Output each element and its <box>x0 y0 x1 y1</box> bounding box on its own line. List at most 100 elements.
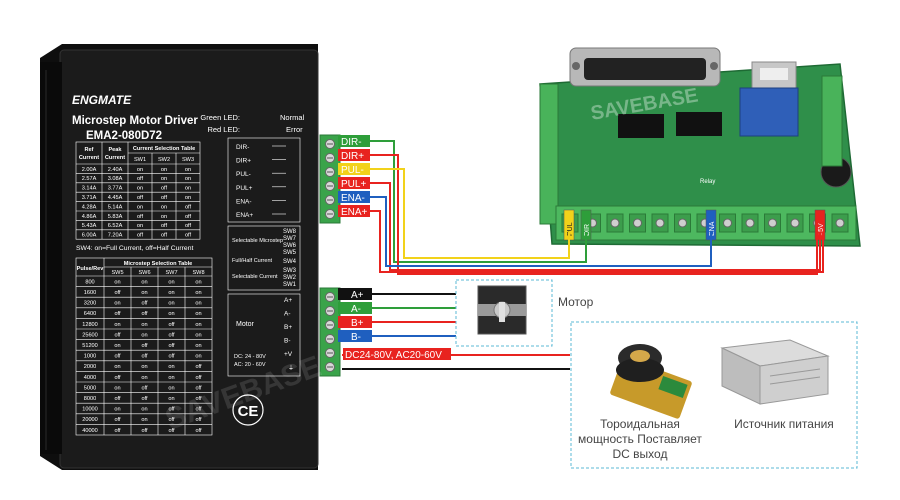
switch-header: SW2 <box>158 157 170 163</box>
table-cell: off <box>168 428 175 434</box>
table-cell: on <box>141 407 147 413</box>
dip-switch-panel <box>227 225 301 291</box>
table-cell: on <box>141 364 147 370</box>
power-wire-label-box <box>343 348 451 360</box>
table-cell: off <box>161 233 168 239</box>
table-cell: off <box>141 385 148 391</box>
table-cell: on <box>185 186 191 192</box>
dip-switch-label: SW3 <box>283 268 297 274</box>
motor-wire-label-bg <box>338 302 372 314</box>
dip-switch-label: SW2 <box>283 275 297 281</box>
table-cell: on <box>161 214 167 220</box>
table-cell: 7.20A <box>108 233 123 239</box>
table-cell: 1600 <box>84 290 96 296</box>
signal-wire <box>342 182 821 271</box>
dip-switch-label: SW8 <box>283 229 297 235</box>
power-spec-dc: DC: 24 - 80V <box>234 354 266 360</box>
table-cell: on <box>161 176 167 182</box>
table-cell: off <box>195 407 202 413</box>
table-cell: on <box>168 364 174 370</box>
table-cell: 800 <box>85 279 94 285</box>
toroid-caption-line1: Тороидальная <box>600 417 680 431</box>
stepper-motor <box>455 279 553 347</box>
signal-wire-label-bg <box>338 205 370 217</box>
board-terminal-screw <box>610 218 620 228</box>
power-spec-ac: AC: 20 - 60V <box>234 362 266 368</box>
signal-wire-label-bg <box>338 135 370 147</box>
dip-switch-label: SW5 <box>283 250 297 256</box>
psu-caption: Источник питания <box>734 417 834 431</box>
toroid-caption-line2: мощность Поставляет <box>578 432 702 446</box>
table-header: Current Selection Table <box>133 146 195 152</box>
table-cell: off <box>114 332 121 338</box>
signal-wire <box>342 168 570 259</box>
table-cell: on <box>168 385 174 391</box>
switch-header: SW1 <box>134 157 146 163</box>
table-cell: 6.00A <box>82 233 97 239</box>
signal-wires: DIR-DIR+PUL-PUL+ENA-ENA+ <box>338 135 824 275</box>
table-cell: on <box>168 290 174 296</box>
motor-wire-label: B- <box>351 332 361 343</box>
table-cell: off <box>141 301 148 307</box>
table-cell: on <box>168 311 174 317</box>
signal-wire-label-bg <box>338 163 370 175</box>
pin-tab-label: PUL <box>567 222 574 236</box>
table-cell: off <box>141 354 148 360</box>
table-cell: 40000 <box>82 428 98 434</box>
motor-terminal-block[interactable] <box>319 287 341 377</box>
table-cell: off <box>114 417 121 423</box>
board-terminal-screw <box>745 218 755 228</box>
table-cell: off <box>161 186 168 192</box>
table-cell: off <box>114 311 121 317</box>
table-cell: 5.14A <box>108 204 123 210</box>
motor-wire-label-bg <box>338 316 372 328</box>
table-cell: 51200 <box>82 343 98 349</box>
driver-title: Microstep Motor Driver <box>72 115 198 127</box>
pin-tab-label: +5V <box>818 223 825 236</box>
table-cell: off <box>141 311 148 317</box>
driver-brand: ENGMATE <box>72 93 132 107</box>
table-cell: on <box>114 343 120 349</box>
signal-terminal-label: DIR- <box>236 144 249 151</box>
table-cell: 8000 <box>84 396 96 402</box>
table-header: Ref <box>84 147 93 153</box>
table-cell: on <box>195 322 201 328</box>
signal-wire-label: PUL- <box>341 165 364 176</box>
table-header: Current <box>105 155 125 161</box>
motor-terminal-label: B- <box>284 338 291 345</box>
signal-wire-label-bg <box>338 149 370 161</box>
signal-terminal-block[interactable] <box>319 134 341 224</box>
table-cell: 5.43A <box>82 223 97 229</box>
motor-terminal-label: A+ <box>284 297 292 304</box>
table-cell: off <box>114 375 121 381</box>
motor-wire-label-bg <box>338 288 372 300</box>
signal-wire <box>342 140 587 263</box>
table-cell: on <box>168 301 174 307</box>
table-cell: 5000 <box>84 385 96 391</box>
table-cell: on <box>114 407 120 413</box>
table-cell: on <box>195 332 201 338</box>
board-terminal-screw <box>790 218 800 228</box>
table-cell: 5.83A <box>108 214 123 220</box>
table-cell: on <box>195 301 201 307</box>
led-green-state: Normal <box>280 113 305 122</box>
table-cell: 25600 <box>82 332 98 338</box>
table-cell: off <box>168 354 175 360</box>
microstep-group-label: Selectable Microstep <box>232 238 283 244</box>
signal-terminal-label: ENA- <box>236 198 252 205</box>
table-cell: on <box>137 167 143 173</box>
table-cell: 20000 <box>82 417 98 423</box>
table-cell: on <box>114 301 120 307</box>
motor-terminal-label: A- <box>284 311 291 318</box>
table-cell: on <box>195 290 201 296</box>
pin-tab-label: ENA <box>709 221 716 236</box>
table-cell: on <box>168 375 174 381</box>
table-cell: off <box>114 428 121 434</box>
table-cell: on <box>137 223 143 229</box>
table-cell: on <box>141 279 147 285</box>
dip-switch-label: SW4 <box>283 259 297 265</box>
table-cell: 2.57A <box>82 176 97 182</box>
